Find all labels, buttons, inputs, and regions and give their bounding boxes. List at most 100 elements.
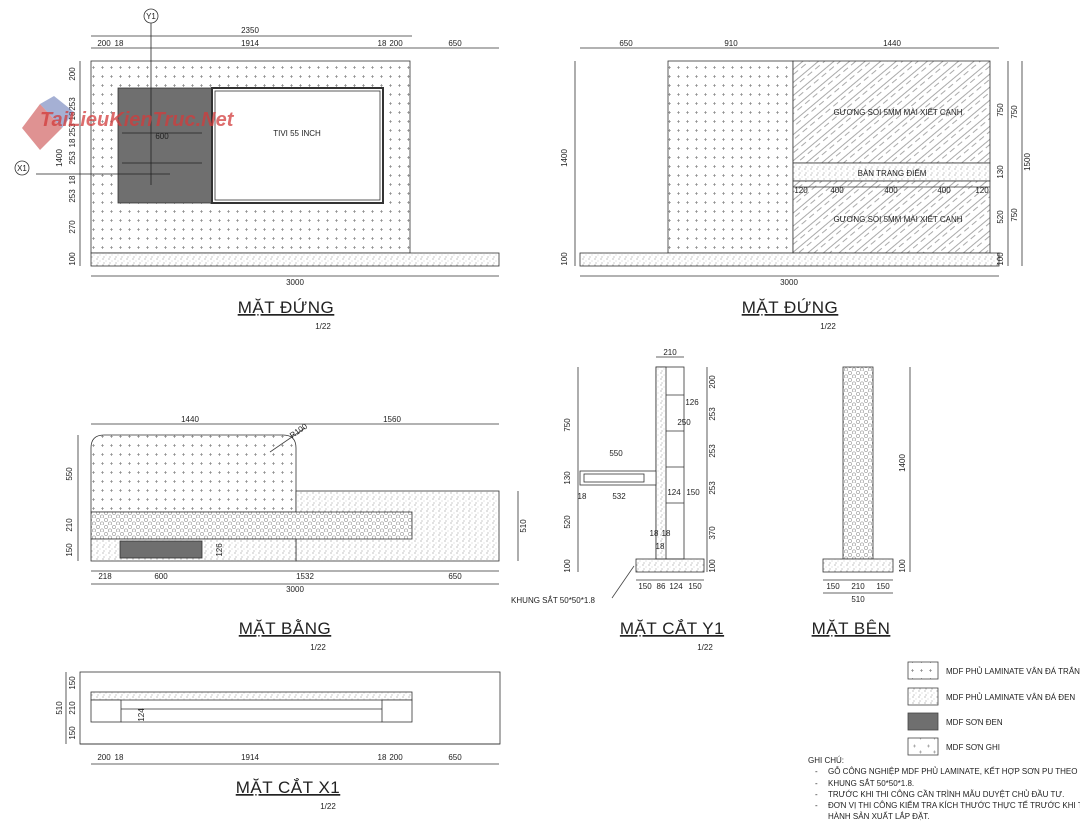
- dim-mid-120b: 120: [975, 186, 989, 195]
- legend-label-3: MDF SƠN ĐEN: [946, 718, 1003, 727]
- dim-r-253a: 253: [708, 407, 717, 421]
- dim-left-18a: 18: [68, 111, 77, 120]
- watermark: TaiLieuKienTruc.Net: [22, 96, 235, 150]
- dim-b-150a: 150: [638, 582, 652, 591]
- dim-1400: 1400: [898, 454, 907, 472]
- dim-1532: 1532: [296, 572, 314, 581]
- mirror-top-label: GƯƠNG SOI 5MM MÀI XIẾT CẠNH: [833, 107, 962, 117]
- dim-520: 520: [563, 515, 572, 529]
- note-1: GỖ CÔNG NGHIỆP MDF PHỦ LAMINATE, KẾT HỢP…: [828, 766, 1080, 776]
- dim-250: 250: [677, 418, 691, 427]
- scale-plan: 1/22: [310, 643, 326, 652]
- front-elevation-2-labels: 650 910 1440 1400 100 750 130 520 100 75…: [560, 39, 1032, 331]
- scale-section-x1: 1/22: [320, 802, 336, 811]
- marker-x1: X1: [17, 164, 27, 173]
- dim-mid-400a: 400: [830, 186, 844, 195]
- legend-label-1: MDF PHỦ LAMINATE VÂN ĐÁ TRẮNG: [946, 667, 1080, 676]
- dim-right-520: 520: [996, 210, 1005, 224]
- svg-text:-: -: [815, 790, 818, 799]
- dim-150: 150: [686, 488, 700, 497]
- dim-650: 650: [448, 753, 462, 762]
- note-5: HÀNH SẢN XUẤT LẮP ĐẶT.: [828, 811, 930, 821]
- dim-18a: 18: [578, 492, 587, 501]
- dim-550: 550: [65, 467, 74, 481]
- front-elevation-1-labels: 2350 200 18 1914 18 200 650 200 253 18 2…: [17, 12, 462, 331]
- dim-150b: 150: [876, 582, 890, 591]
- note-3: TRƯỚC KHI THI CÔNG CẦN TRÌNH MẪU DUYỆT C…: [828, 789, 1064, 799]
- dim-650: 650: [448, 39, 462, 48]
- dim-left-1400: 1400: [560, 149, 569, 167]
- dim-510: 510: [851, 595, 865, 604]
- front-elevation-1: [14, 8, 500, 277]
- section-x1-labels: 510 150 210 150 124 200 18 1914 18 200 6…: [55, 676, 462, 811]
- dim-510: 510: [519, 519, 528, 533]
- svg-text:-: -: [815, 767, 818, 776]
- dim-r-200: 200: [708, 375, 717, 389]
- legend: [907, 661, 939, 756]
- dim-left-18b: 18: [68, 138, 77, 147]
- dim-200a: 200: [97, 753, 111, 762]
- svg-text:-: -: [815, 779, 818, 788]
- dim-b-124: 124: [669, 582, 683, 591]
- dim-200-right: 200: [389, 39, 403, 48]
- legend-swatch-grey-paint: [907, 737, 939, 756]
- view-title-side: MẶT BÊN: [812, 619, 891, 638]
- dim-550: 550: [609, 449, 623, 458]
- frame-note: KHUNG SẮT 50*50*1.8: [511, 596, 595, 605]
- vanity-label: BÀN TRANG ĐIỂM: [858, 169, 927, 178]
- dim-1914: 1914: [241, 39, 259, 48]
- dim-532: 532: [612, 492, 626, 501]
- dim-left-270: 270: [68, 220, 77, 234]
- dim-mid-400c: 400: [937, 186, 951, 195]
- dim-3000: 3000: [780, 278, 798, 287]
- dim-510: 510: [55, 701, 64, 715]
- dim-1560: 1560: [383, 415, 401, 424]
- dim-mid-400b: 400: [884, 186, 898, 195]
- dim-150a: 150: [826, 582, 840, 591]
- dim-right-750c: 750: [1010, 208, 1019, 222]
- dim-mid-120a: 120: [794, 186, 808, 195]
- scale-section-y1: 1/22: [697, 643, 713, 652]
- dim-left-253a: 253: [68, 97, 77, 111]
- dim-150: 150: [65, 543, 74, 557]
- dim-650: 650: [619, 39, 633, 48]
- view-title-section-y1: MẶT CẮT Y1: [620, 619, 724, 638]
- watermark-logo-icon: [22, 104, 62, 150]
- dim-150a: 150: [68, 676, 77, 690]
- dim-100: 100: [898, 559, 907, 573]
- dim-910: 910: [724, 39, 738, 48]
- legend-swatch-white-stone: [907, 661, 939, 680]
- dim-left-253b: 253: [68, 123, 77, 137]
- dim-r-253c: 253: [708, 481, 717, 495]
- dim-right-750b: 750: [1010, 105, 1019, 119]
- legend-swatch-black-paint: [907, 712, 939, 731]
- watermark-text: TaiLieuKienTruc.Net: [40, 109, 235, 131]
- dim-2350: 2350: [241, 26, 259, 35]
- svg-text:-: -: [815, 801, 818, 810]
- dim-18b: 18: [378, 753, 387, 762]
- dim-left-100: 100: [68, 252, 77, 266]
- section-x1: [65, 671, 501, 765]
- view-title-front-1: MẶT ĐỨNG: [238, 298, 335, 317]
- notes-heading: GHI CHÚ:: [808, 756, 844, 765]
- dim-210: 210: [68, 701, 77, 715]
- dim-1440: 1440: [181, 415, 199, 424]
- marker-y1: Y1: [146, 12, 156, 21]
- dim-130: 130: [563, 471, 572, 485]
- scale-front-1: 1/22: [315, 322, 331, 331]
- dim-150b: 150: [68, 726, 77, 740]
- legend-label-4: MDF SƠN GHI: [946, 743, 1000, 752]
- note-4: ĐƠN VỊ THI CÔNG KIỂM TRA KÍCH THƯỚC THỰC…: [828, 800, 1080, 810]
- dim-210: 210: [65, 518, 74, 532]
- note-2: KHUNG SẮT 50*50*1.8.: [828, 779, 914, 788]
- dim-126: 126: [685, 398, 699, 407]
- dim-1440: 1440: [883, 39, 901, 48]
- dim-124: 124: [667, 488, 681, 497]
- view-title-front-2: MẶT ĐỨNG: [742, 298, 839, 317]
- dim-600: 600: [154, 572, 168, 581]
- notes: GHI CHÚ: - GỖ CÔNG NGHIỆP MDF PHỦ LAMINA…: [808, 756, 1080, 821]
- view-title-section-x1: MẶT CẮT X1: [236, 778, 341, 797]
- dim-18-right: 18: [378, 39, 387, 48]
- dim-3000: 3000: [286, 278, 304, 287]
